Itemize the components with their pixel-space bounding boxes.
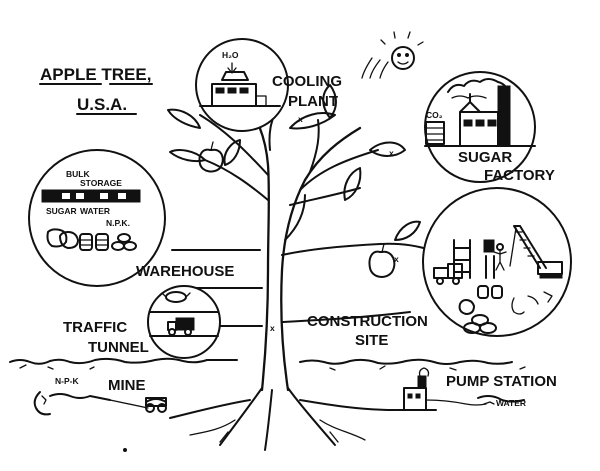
mine-npk-label: N-P-K (55, 376, 79, 386)
tree: x x x x (167, 84, 431, 392)
crane-icon (509, 225, 563, 279)
sugar-factory: CO₂ SUGAR FACTORY (424, 71, 555, 184)
building-frame (453, 239, 495, 279)
title-line-2: U.S.A. (77, 95, 127, 114)
construction-materials (458, 285, 553, 334)
sugar-sacks (46, 228, 79, 249)
cooling-plant: H₂O COOLING PLANT (195, 38, 342, 132)
warehouse-water-label: WATER (80, 206, 110, 216)
mine-label: MINE (108, 377, 146, 394)
bulk-storage-label-2: STORAGE (80, 178, 122, 188)
svg-text:x: x (389, 148, 394, 158)
warehouse-npk-label: N.P.K. (106, 218, 130, 228)
construction-site: CONSTRUCTION SITE (307, 187, 572, 349)
warehouse-sugar-label: SUGAR (46, 206, 77, 216)
mine: N-P-K MINE (33, 376, 167, 416)
warehouse: BULK STORAGE SUGAR WATER N.P.K. WAREHOUS… (28, 149, 234, 287)
water-barrels (79, 233, 109, 251)
npk-pile (111, 233, 137, 251)
diagram-title: APPLE TREE, U.S.A. (39, 65, 153, 115)
tunnel-truck-icon (167, 317, 195, 336)
pump-water-label: WATER (496, 398, 526, 408)
bulk-storage-label-1: BULK (66, 169, 90, 179)
truck-icon (433, 263, 463, 285)
pump-building (403, 387, 427, 411)
title-line-1: APPLE TREE, (40, 65, 151, 84)
cooling-plant-label-1: COOLING (272, 73, 342, 90)
warehouse-circle (28, 149, 166, 287)
cooling-plant-label-2: PLANT (288, 93, 338, 110)
traffic-tunnel-label-1: TRAFFIC (63, 319, 127, 336)
construction-site-label-1: CONSTRUCTION (307, 313, 428, 330)
h2o-label: H₂O (222, 50, 239, 60)
worker-icon (493, 243, 507, 271)
sun-icon (361, 31, 424, 79)
co2-label: CO₂ (426, 110, 443, 120)
roots (169, 387, 396, 451)
ground-line (9, 357, 526, 371)
pump-station: PUMP STATION WATER (395, 367, 557, 411)
co2-tank (425, 121, 445, 145)
warehouse-label: WAREHOUSE (136, 263, 234, 280)
traffic-tunnel-label-2: TUNNEL (88, 339, 149, 356)
svg-text:x: x (298, 114, 303, 124)
traffic-tunnel: TRAFFIC TUNNEL (63, 285, 221, 359)
svg-text:x: x (270, 323, 275, 333)
construction-site-label-2: SITE (355, 332, 388, 349)
sugar-factory-label-1: SUGAR (458, 149, 512, 166)
svg-text:x: x (394, 254, 399, 264)
pump-station-label: PUMP STATION (446, 373, 557, 390)
sugar-factory-label-2: FACTORY (484, 167, 555, 184)
